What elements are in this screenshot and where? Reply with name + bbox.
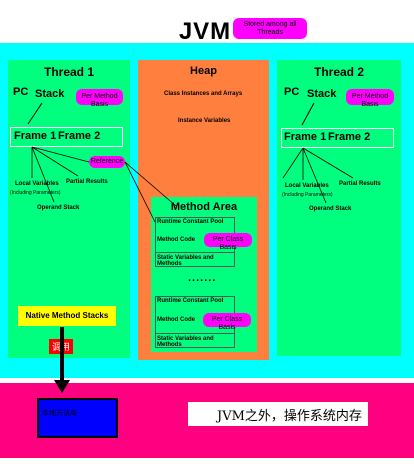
native-library-box <box>37 398 118 438</box>
thread-2-stack-label: Stack <box>307 88 337 100</box>
thread-2-including-params: (Including Parameters) <box>282 192 333 198</box>
thread-2-operand-stack: Operand Stack <box>309 206 352 212</box>
thread-1-including-params: (Including Parameters) <box>10 190 61 196</box>
heap-instance-variables: Instance Variables <box>178 118 231 124</box>
per-class-note-1: Per Class Basis <box>204 233 252 251</box>
method-code-2: Method Code <box>157 317 195 323</box>
per-class-note-2: Per Class Basis <box>203 313 251 331</box>
thread-1-local-variables: Local Variables <box>15 181 59 187</box>
thread-1-method-note: Per Method Basis <box>76 89 123 108</box>
static-vars-2: Static Variables and Methods <box>155 333 235 348</box>
runtime-pool-1: Runtime Constant Pool <box>157 219 224 225</box>
method-code-1: Method Code <box>157 237 195 243</box>
call-label: 调用 <box>49 339 74 354</box>
outside-jvm-box <box>188 402 368 426</box>
thread-1-title: Thread 1 <box>43 65 94 79</box>
static-vars-1: Static Variables and Methods <box>155 252 235 267</box>
heap-class-instances: Class Instances and Arrays <box>164 91 243 97</box>
heap-title: Heap <box>190 65 217 77</box>
thread-2-pc: PC <box>284 86 300 98</box>
runtime-pool-2: Runtime Constant Pool <box>157 298 224 304</box>
method-area-title: Method Area <box>170 201 238 213</box>
thread-1-frame-2: Frame 2 <box>58 130 101 142</box>
native-library-label: 本地方法库 <box>42 409 77 417</box>
shared-note-bubble: Stored among all Threads <box>233 18 307 39</box>
thread-2-title: Thread 2 <box>313 65 364 79</box>
thread-2-frame-2: Frame 2 <box>328 131 371 143</box>
method-area-ellipsis: ....... <box>188 272 217 284</box>
thread-2-frame-1: Frame 1 <box>284 131 327 143</box>
jvm-title: JVM <box>178 18 232 45</box>
thread-1-stack-label: Stack <box>35 88 65 100</box>
thread-1-frame-1: Frame 1 <box>14 130 57 142</box>
native-method-stacks: Native Method Stacks <box>18 306 116 326</box>
thread-2-partial-results: Partial Results <box>339 181 381 187</box>
thread-1-operand-stack: Operand Stack <box>37 205 80 211</box>
thread-1-stack-frames-box <box>10 127 123 147</box>
thread-2-local-variables: Local Variables <box>285 183 329 189</box>
outside-jvm-label: JVM之外，操作系统内存 <box>217 409 362 424</box>
thread-2-panel: Thread 2 <box>277 60 401 356</box>
thread-1-partial-results: Partial Results <box>66 179 108 185</box>
thread-1-pc: PC <box>13 86 29 98</box>
thread-2-method-note: Per Method Basis <box>346 89 394 108</box>
thread-2-stack-frames-box <box>281 128 394 148</box>
reference-note-bubble: Reference <box>89 156 125 168</box>
